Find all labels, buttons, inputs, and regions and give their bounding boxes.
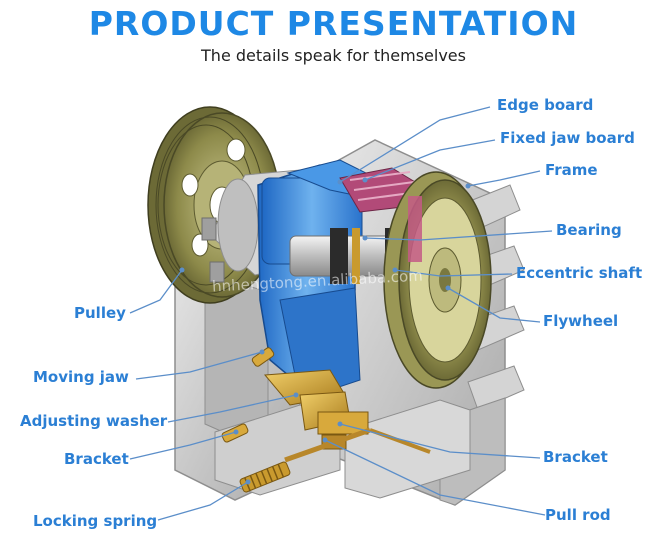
label-adjusting-washer: Adjusting washer [20, 412, 168, 430]
page-title: PRODUCT PRESENTATION [88, 4, 579, 43]
toggle-assembly [263, 369, 369, 450]
label-bearing: Bearing [556, 221, 622, 239]
page-subtitle: The details speak for themselves [201, 46, 466, 65]
label-pulley: Pulley [74, 304, 126, 322]
label-frame: Frame [545, 161, 598, 179]
label-locking-spring: Locking spring [33, 512, 158, 530]
label-moving-jaw: Moving jaw [33, 368, 129, 386]
label-flywheel: Flywheel [543, 312, 619, 330]
label-edge-board: Edge board [497, 96, 594, 114]
label-bracket-left: Bracket [64, 450, 129, 468]
label-eccentric-shaft: Eccentric shaft [516, 264, 643, 282]
label-bracket-right: Bracket [543, 448, 608, 466]
leader-dots [179, 177, 471, 485]
leader-lines [129, 106, 553, 521]
label-fixed-jaw-board: Fixed jaw board [500, 129, 635, 147]
label-pull-rod: Pull rod [545, 506, 611, 524]
